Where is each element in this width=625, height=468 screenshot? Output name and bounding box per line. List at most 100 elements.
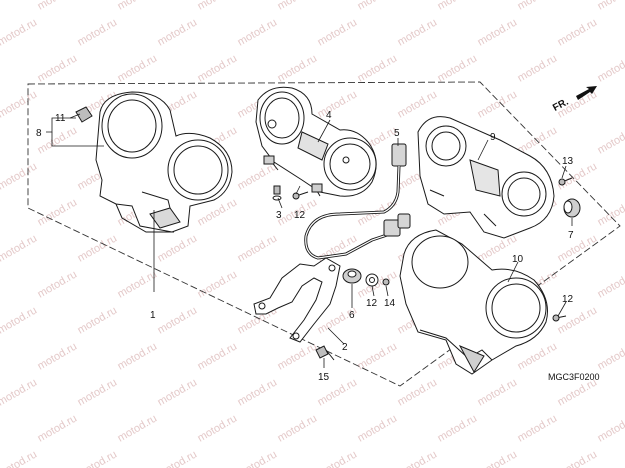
screw-14-part bbox=[558, 177, 573, 186]
watermark-text: motod.ru bbox=[556, 16, 600, 48]
watermark-text: motod.ru bbox=[516, 340, 560, 372]
watermark-text: motod.ru bbox=[196, 412, 240, 444]
watermark-text: motod.ru bbox=[396, 16, 440, 48]
watermark-text: motod.ru bbox=[356, 0, 400, 13]
watermark-text: motod.ru bbox=[156, 448, 200, 468]
watermark-text: motod.ru bbox=[0, 232, 39, 264]
watermark-text: motod.ru bbox=[556, 232, 600, 264]
watermark-text: motod.ru bbox=[156, 304, 200, 336]
watermark-text: motod.ru bbox=[196, 340, 240, 372]
watermark-text: motod.ru bbox=[36, 124, 80, 156]
callout-12-left: 12 bbox=[294, 210, 306, 221]
watermark-text: motod.ru bbox=[36, 268, 80, 300]
watermark-text: motod.ru bbox=[0, 160, 39, 192]
screw-12-part bbox=[292, 191, 567, 322]
watermark-text: motod.ru bbox=[276, 412, 320, 444]
assembly-boundary bbox=[27, 81, 621, 387]
watermark-text: motod.ru bbox=[236, 160, 280, 192]
watermark-text: motod.ru bbox=[36, 412, 80, 444]
callout-5: 5 bbox=[394, 128, 400, 139]
watermark-text: motod.ru bbox=[116, 412, 160, 444]
watermark-text: motod.ru bbox=[596, 340, 625, 372]
watermark-text: motod.ru bbox=[0, 376, 39, 408]
watermark-text: motod.ru bbox=[36, 52, 80, 84]
watermark-text: motod.ru bbox=[36, 196, 80, 228]
watermark-text: motod.ru bbox=[596, 124, 625, 156]
washer-15-part bbox=[382, 278, 390, 286]
callout-3: 3 bbox=[276, 210, 282, 221]
callout-1: 1 bbox=[150, 310, 156, 321]
watermark-text: motod.ru bbox=[0, 88, 39, 120]
watermark-text: motod.ru bbox=[516, 0, 560, 13]
watermark-text: motod.ru bbox=[196, 268, 240, 300]
nut-13-part bbox=[365, 273, 379, 287]
callout-12-right: 12 bbox=[562, 294, 574, 305]
callout-14: 13 bbox=[562, 156, 574, 167]
callouts: 8 11 1 4 5 9 13 7 10 12 3 12 6 12 14 2 1… bbox=[36, 110, 574, 383]
lower-cover-part bbox=[399, 229, 548, 375]
watermark-text: motod.ru bbox=[276, 52, 320, 84]
watermark-text: motod.ru bbox=[236, 16, 280, 48]
watermark-text: motod.ru bbox=[76, 376, 120, 408]
watermark-text: motod.ru bbox=[236, 376, 280, 408]
watermark-text: motod.ru bbox=[276, 340, 320, 372]
meter-cover-part bbox=[95, 91, 233, 233]
watermark-text: motod.ru bbox=[356, 268, 400, 300]
watermark-text: motod.ru bbox=[476, 448, 520, 468]
watermark-text: motod.ru bbox=[316, 448, 360, 468]
watermark-text: motod.ru bbox=[396, 448, 440, 468]
leader-lines bbox=[46, 113, 573, 368]
watermark-text: motod.ru bbox=[236, 232, 280, 264]
callout-7: 7 bbox=[568, 230, 574, 241]
watermark-text: motod.ru bbox=[516, 52, 560, 84]
clip-part bbox=[75, 106, 93, 123]
watermark-text: motod.ru bbox=[316, 16, 360, 48]
wire-harness-part bbox=[304, 143, 411, 260]
watermark-text: motod.ru bbox=[156, 16, 200, 48]
meter-case-part bbox=[417, 116, 555, 239]
watermark-text: motod.ru bbox=[436, 52, 480, 84]
watermark-text: motod.ru bbox=[76, 16, 120, 48]
callout-10: 10 bbox=[512, 254, 524, 265]
watermark-text: motod.ru bbox=[476, 16, 520, 48]
callout-9: 9 bbox=[490, 132, 496, 143]
watermark-text: motod.ru bbox=[476, 88, 520, 120]
watermark-text: motod.ru bbox=[36, 0, 80, 13]
watermark-text: motod.ru bbox=[196, 52, 240, 84]
callout-2: 2 bbox=[342, 342, 348, 353]
callout-11: 11 bbox=[55, 113, 66, 124]
callout-8: 8 bbox=[36, 128, 42, 139]
screw-3-part bbox=[272, 185, 282, 201]
watermark-text: motod.ru bbox=[396, 376, 440, 408]
watermark-text: motod.ru bbox=[436, 0, 480, 13]
callout-4: 4 bbox=[326, 110, 332, 121]
bolt-16-part bbox=[315, 345, 335, 361]
watermark-text: motod.ru bbox=[516, 412, 560, 444]
watermark-text: motod.ru bbox=[356, 52, 400, 84]
watermark-text: motod.ru bbox=[596, 52, 625, 84]
watermark-text: motod.ru bbox=[596, 268, 625, 300]
stay-bracket-part bbox=[253, 257, 341, 343]
callout-15: 14 bbox=[384, 298, 396, 309]
watermark-text: motod.ru bbox=[596, 196, 625, 228]
watermark-text: motod.ru bbox=[196, 0, 240, 13]
watermark-text: motod.ru bbox=[276, 0, 320, 13]
watermark-text: motod.ru bbox=[0, 16, 39, 48]
watermark-text: motod.ru bbox=[436, 412, 480, 444]
watermark-text: motod.ru bbox=[0, 304, 39, 336]
grommet-part bbox=[563, 198, 581, 218]
collar-part bbox=[342, 268, 362, 284]
watermark-text: motod.ru bbox=[156, 232, 200, 264]
callout-6: 6 bbox=[349, 310, 355, 321]
watermark-text: motod.ru bbox=[556, 448, 600, 468]
watermark-text: motod.ru bbox=[0, 448, 39, 468]
watermark-text: motod.ru bbox=[116, 52, 160, 84]
watermark-text: motod.ru bbox=[116, 268, 160, 300]
callout-13: 12 bbox=[366, 298, 378, 309]
watermark-text: motod.ru bbox=[396, 88, 440, 120]
watermark-text: motod.ru bbox=[76, 448, 120, 468]
watermark-text: motod.ru bbox=[156, 376, 200, 408]
watermark-text: motod.ru bbox=[116, 0, 160, 13]
